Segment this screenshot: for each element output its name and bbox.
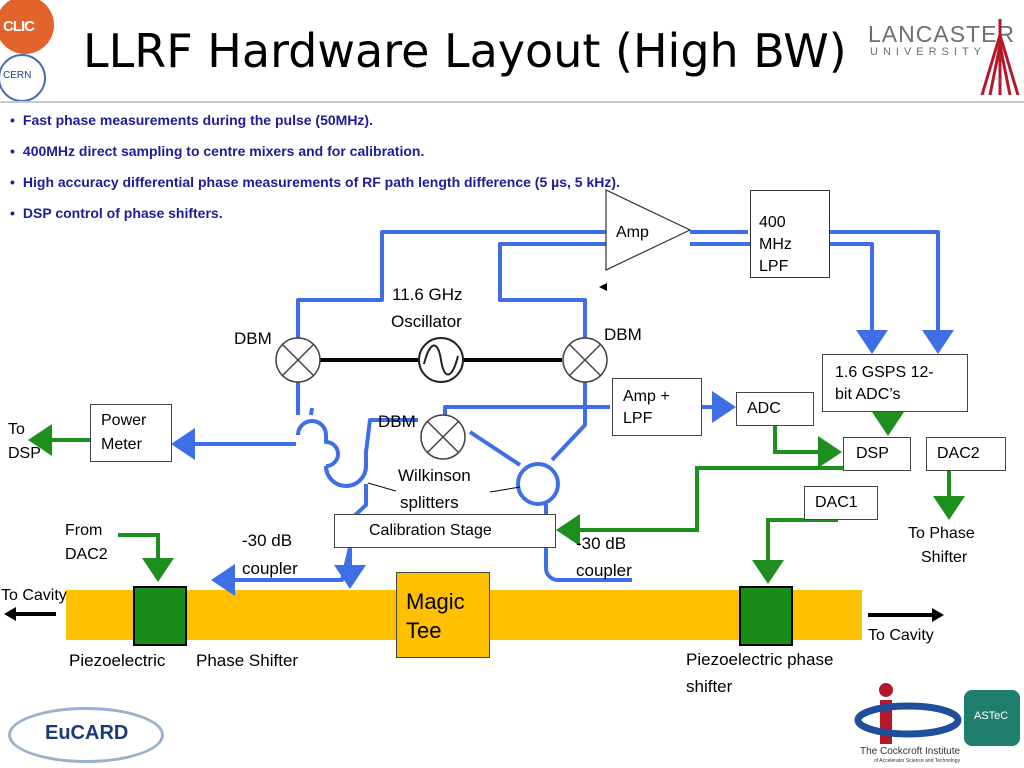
coupler-right-label-line2: coupler xyxy=(576,561,632,580)
magic-tee-label-line1: Magic xyxy=(406,589,465,614)
signal-line xyxy=(296,230,606,357)
power-meter-box: Power Meter xyxy=(90,404,172,462)
signal-line xyxy=(544,504,632,582)
to-phase-shifter-label-line2: Shifter xyxy=(921,549,968,566)
power-meter-label-line2: Meter xyxy=(101,436,142,453)
dbm-right-symbol xyxy=(562,337,608,383)
calibration-stage-label: Calibration Stage xyxy=(369,522,492,539)
magic-tee-box: Magic Tee xyxy=(396,572,490,658)
control-line xyxy=(556,466,843,546)
oscillator-symbol xyxy=(418,337,464,383)
lpf-label-line1: 400 xyxy=(759,214,786,231)
magic-tee-label-line2: Tee xyxy=(406,618,442,643)
from-dac2-label-line2: DAC2 xyxy=(65,546,108,563)
eucard-logo-text: EuCARD xyxy=(45,722,129,744)
signal-line xyxy=(468,430,522,467)
astec-logo-text: ASTeC xyxy=(974,710,1009,722)
signal-line xyxy=(309,407,314,416)
signal-line xyxy=(516,462,560,506)
dsp-label: DSP xyxy=(856,445,889,462)
lpf-label-line3: LPF xyxy=(759,258,789,275)
control-line xyxy=(773,426,842,468)
signal-line xyxy=(296,419,340,468)
lancaster-logo-line2: UNIVERSITY xyxy=(870,46,987,58)
bullet-list: Fast phase measurements during the pulse… xyxy=(10,111,620,235)
lpf-400mhz-box: 400 MHz LPF xyxy=(750,190,830,278)
piezo-left-label-a: Piezoelectric xyxy=(69,651,166,670)
page-title: LLRF Hardware Layout (High BW) xyxy=(83,24,847,78)
adcs-label-line2: bit ADC’s xyxy=(835,386,901,403)
signal-line xyxy=(830,230,954,354)
astec-logo: ASTeC xyxy=(964,690,1020,746)
coupler-left-label-line2: coupler xyxy=(242,559,298,578)
lancaster-rose-icon xyxy=(980,19,1020,95)
dbm-right-label: DBM xyxy=(604,325,642,344)
dac2-box: DAC2 xyxy=(926,437,1006,471)
to-phase-shifter-label-line1: To Phase xyxy=(908,525,975,542)
piezo-right-label-line1: Piezoelectric phase xyxy=(686,650,834,669)
amp-lpf-label-line1: Amp + xyxy=(623,388,670,405)
amp-lpf-box: Amp + LPF xyxy=(612,378,702,436)
dac1-box: DAC1 xyxy=(804,486,878,520)
amp-lpf-label-line2: LPF xyxy=(623,410,653,427)
piezo-left-label-b: Phase Shifter xyxy=(196,651,299,670)
power-meter-label-line1: Power xyxy=(101,412,147,429)
bullet-item: DSP control of phase shifters. xyxy=(10,204,620,235)
wilkinson-label-line2: splitters xyxy=(400,493,459,512)
signal-line xyxy=(498,242,606,357)
dac2-label: DAC2 xyxy=(937,445,980,462)
adc-1-6gsps-box: 1.6 GSPS 12- bit ADC’s xyxy=(822,354,968,412)
cockcroft-logo: The Cockcroft Institute of Accelerator S… xyxy=(852,682,964,768)
clic-logo-text: CLIC xyxy=(3,18,35,35)
oscillator-label-line2: Oscillator xyxy=(391,312,462,331)
amp-label: Amp xyxy=(616,224,649,241)
cockcroft-emblem-icon xyxy=(854,683,962,744)
cockcroft-logo-line2: of Accelerator Science and Technology xyxy=(874,758,961,764)
clic-logo: CLIC xyxy=(0,0,54,54)
amp-triangle xyxy=(605,189,692,271)
bullet-item: High accuracy differential phase measure… xyxy=(10,173,620,204)
bullet-item: 400MHz direct sampling to centre mixers … xyxy=(10,142,620,173)
lancaster-logo: LANCASTER UNIVERSITY xyxy=(864,15,1024,95)
to-cavity-right-label: To Cavity xyxy=(868,627,934,644)
dsp-box: DSP xyxy=(843,437,911,471)
coupler-left-label-line1: -30 dB xyxy=(242,531,293,550)
to-cavity-left-label: To Cavity xyxy=(1,587,67,604)
phase-shifter-left xyxy=(133,586,187,646)
dbm-center-label: DBM xyxy=(378,412,416,431)
control-line xyxy=(118,533,174,582)
eucard-logo: EuCARD xyxy=(8,707,164,763)
bullet-item: Fast phase measurements during the pulse… xyxy=(10,111,620,142)
wilkinson-label-line1: Wilkinson xyxy=(398,466,471,485)
lancaster-logo-line1: LANCASTER xyxy=(868,21,1016,47)
coupler-right-label-line1: -30 dB xyxy=(576,534,627,553)
adcs-label-line1: 1.6 GSPS 12- xyxy=(835,364,934,381)
dbm-center-symbol xyxy=(420,414,466,460)
cockcroft-logo-line1: The Cockcroft Institute xyxy=(860,746,961,757)
adc-box: ADC xyxy=(736,392,814,426)
oscillator-label-line1: 11.6 GHz xyxy=(392,285,463,304)
adc-label: ADC xyxy=(747,400,781,417)
control-line xyxy=(752,518,838,584)
lpf-label-line2: MHz xyxy=(759,236,792,253)
signal-line xyxy=(324,465,368,488)
cern-logo-text: CERN xyxy=(3,70,32,81)
calibration-stage-box: Calibration Stage xyxy=(334,514,556,548)
to-dsp-label-line1: To xyxy=(8,421,25,438)
dac1-label: DAC1 xyxy=(815,494,858,511)
from-dac2-label-line1: From xyxy=(65,522,103,539)
dbm-left-label: DBM xyxy=(234,329,272,348)
title-divider xyxy=(0,101,1024,103)
to-dsp-label-line2: DSP xyxy=(8,445,41,462)
dbm-left-symbol xyxy=(275,337,321,383)
small-marker-icon xyxy=(599,283,607,291)
phase-shifter-right xyxy=(739,586,793,646)
signal-line xyxy=(550,380,587,462)
piezo-right-label-line2: shifter xyxy=(686,677,733,696)
